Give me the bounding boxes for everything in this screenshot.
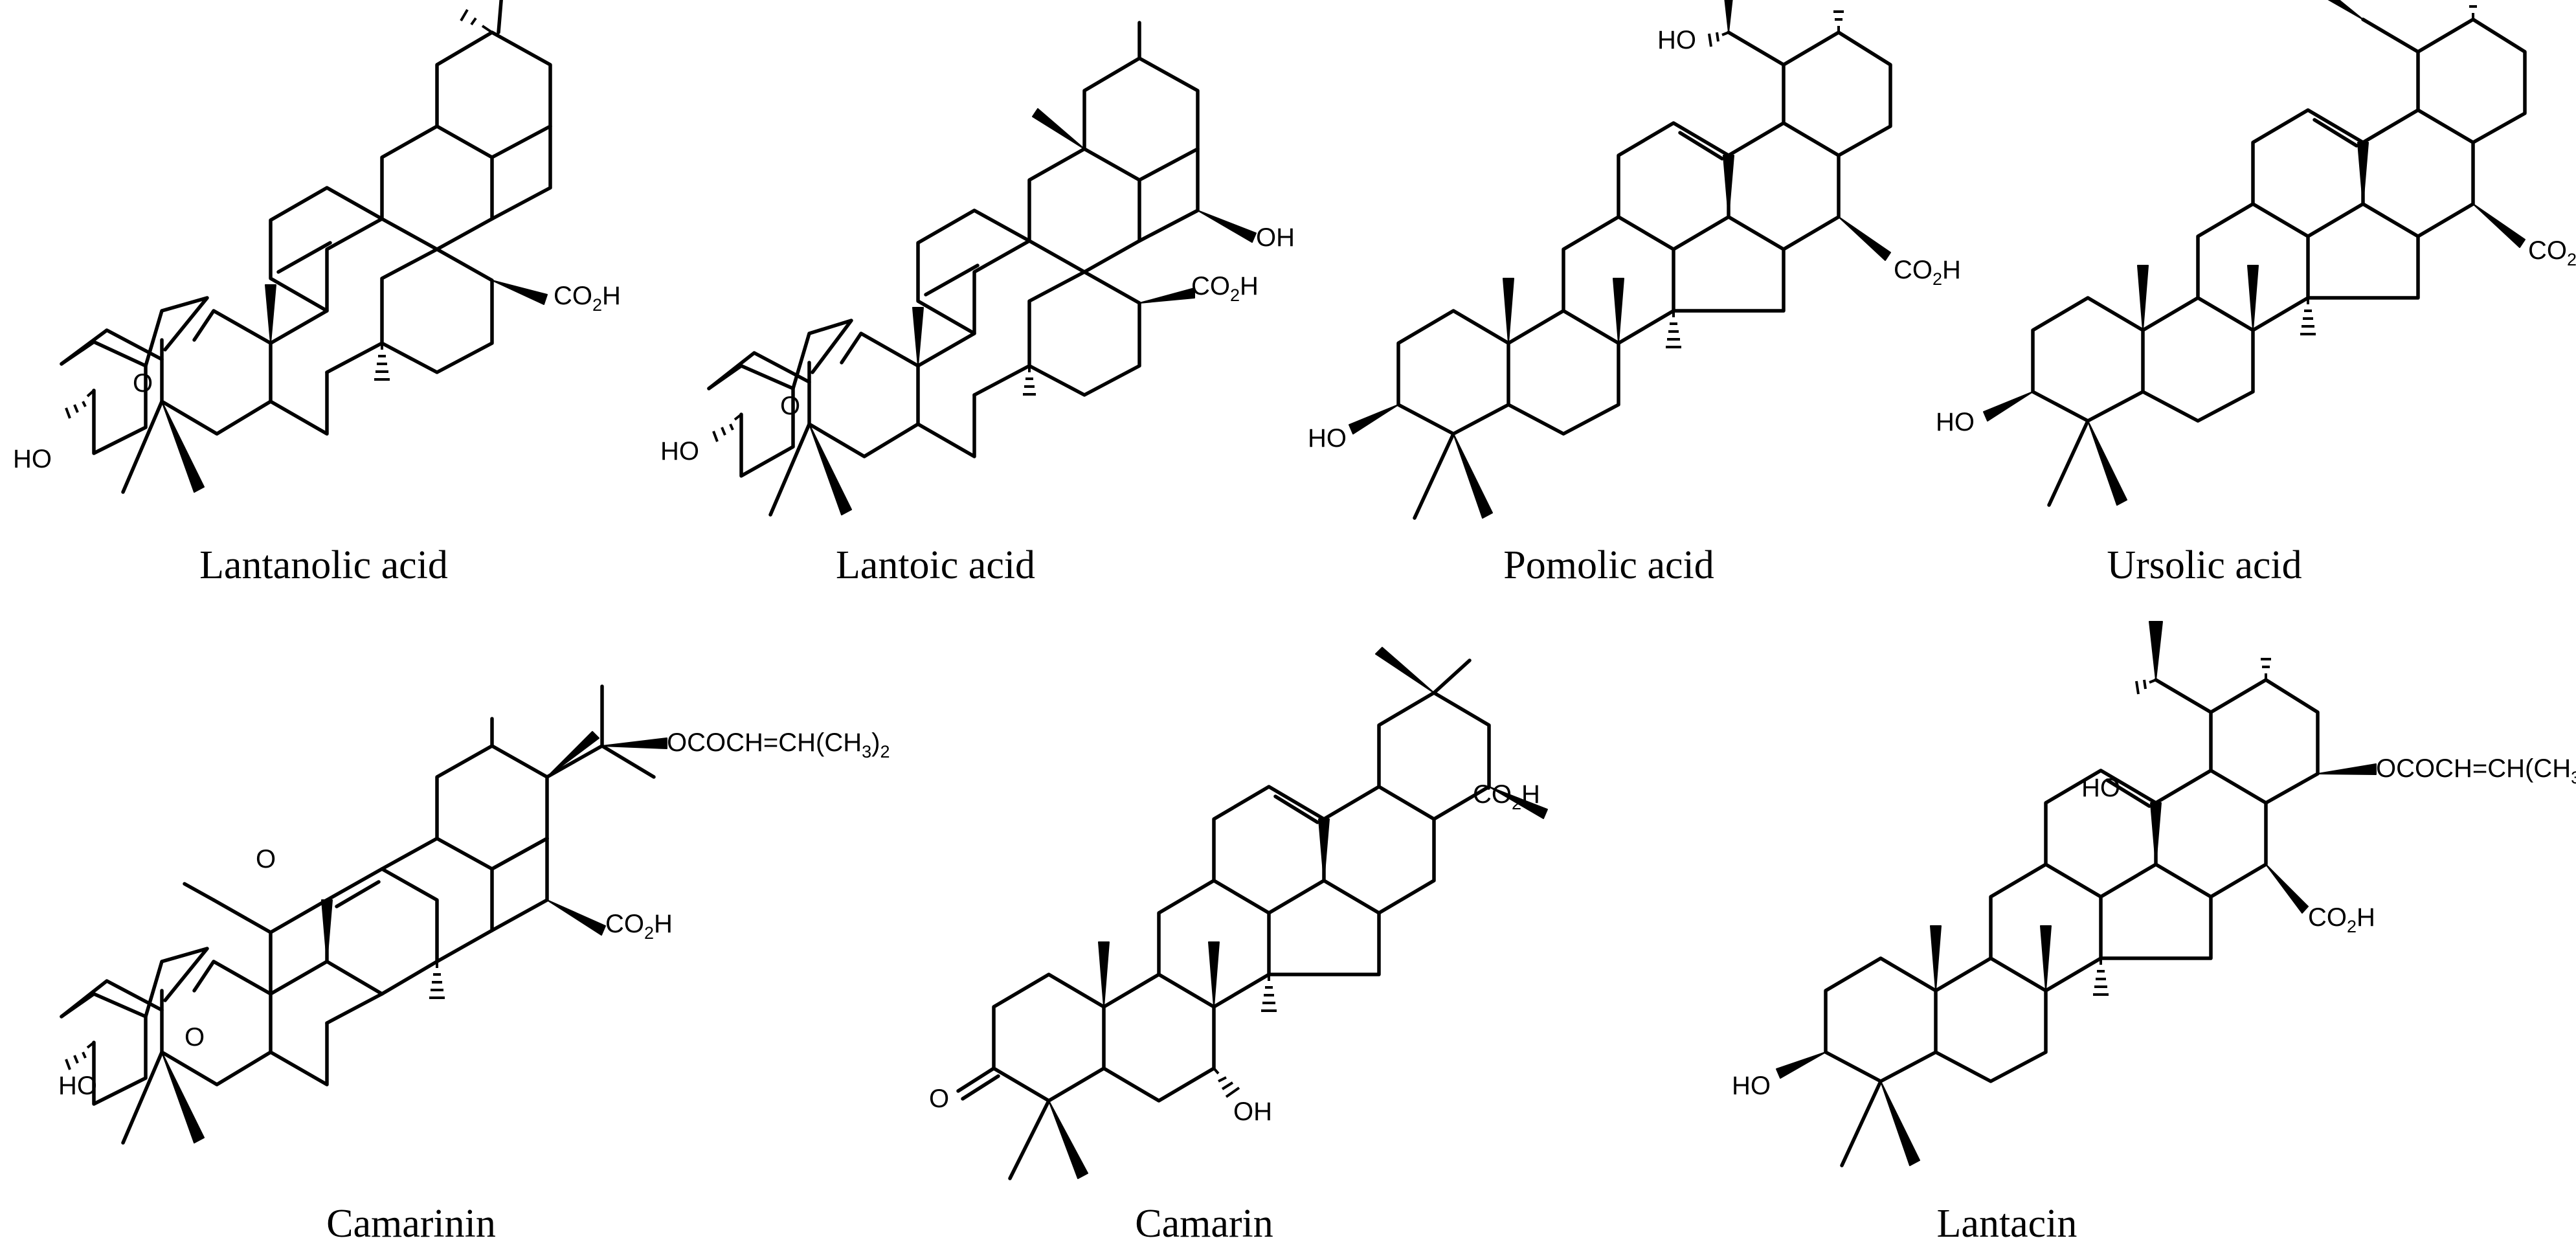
wedge-bond <box>1139 287 1195 304</box>
hash-bond <box>1213 974 1277 1098</box>
wedge-bond <box>1349 404 1399 434</box>
hash-bond <box>2093 658 2271 996</box>
wedge-bond <box>2150 802 2162 865</box>
wedge-bond <box>2149 621 2163 681</box>
carboxyl-label: CO2H <box>1473 780 1540 813</box>
hash-bond <box>1666 10 1844 348</box>
compound-name: Camarin <box>1135 1202 1273 1246</box>
compound-name: Pomolic acid <box>1503 543 1714 587</box>
compound-name: Lantanolic acid <box>199 543 448 587</box>
wedge-bond <box>912 307 924 366</box>
wedge-bond <box>2317 763 2377 775</box>
carboxyl-label: CO2H <box>1894 256 1961 289</box>
wedge-bond <box>491 280 548 305</box>
wedge-bond <box>2472 203 2526 248</box>
hydroxyl-label: HO <box>58 1072 97 1100</box>
wedge-bond <box>2137 265 2149 331</box>
wedge-bond <box>161 401 205 493</box>
structure-pomolic-acid: HO HO CO2H Pomolic acid <box>1308 0 1961 587</box>
ether-oxygen-label: O <box>185 1023 205 1052</box>
compound-name: Lantacin <box>1937 1202 2078 1246</box>
wedge-bond <box>1723 155 1734 218</box>
wedge-bond <box>1613 278 1624 344</box>
wedge-bond <box>265 284 276 344</box>
wedge-bond <box>809 423 852 515</box>
compound-name: Camarinin <box>326 1202 496 1246</box>
wedge-bond <box>1503 278 1514 344</box>
ketone-oxygen-label: O <box>256 845 276 873</box>
wedge-bond <box>1930 925 1942 991</box>
wedge-bond <box>1375 647 1435 693</box>
hydroxyl-label-2: HO <box>1657 26 1696 54</box>
hydroxyl-label: HO <box>660 437 699 466</box>
hash-bond <box>2300 5 2477 335</box>
ether-oxygen-label: O <box>780 392 800 420</box>
wedge-bond <box>1453 433 1493 519</box>
hash-bond <box>65 8 493 419</box>
wedge-bond <box>1838 216 1891 261</box>
ketone-oxygen-label: O <box>929 1085 949 1113</box>
wedge-bond <box>1098 941 1110 1007</box>
wedge-bond <box>546 899 606 936</box>
carboxyl-label: CO2H <box>1191 272 1259 305</box>
carboxyl-label: CO2H <box>605 910 673 943</box>
wedge-bond <box>2327 0 2364 20</box>
wedge-bond <box>1880 1081 1920 1166</box>
hash-bond <box>712 366 1036 442</box>
hydroxyl-label: HO <box>13 445 52 473</box>
hydroxyl-label-2: HO <box>2081 774 2120 802</box>
wedge-bond <box>161 1052 205 1143</box>
wedge-bond <box>1488 786 1548 819</box>
hydroxyl-label-2: OH <box>1256 223 1295 252</box>
wedge-bond <box>1983 391 2033 422</box>
wedge-bond <box>2247 265 2259 331</box>
hydroxyl-label: HO <box>1308 424 1347 453</box>
carboxyl-label: CO2H <box>554 282 621 315</box>
hash-bond <box>65 962 445 1070</box>
structure-lantanolic-acid: HO O CO2H Lantanolic acid <box>13 0 621 587</box>
wedge-bond <box>2265 864 2309 914</box>
wedge-bond <box>1776 1052 1826 1079</box>
carboxyl-label: CO2H <box>2528 236 2576 269</box>
compound-name: Lantoic acid <box>836 543 1035 587</box>
structure-camarin: O OH CO2H Camarin <box>929 647 1548 1246</box>
wedge-bond <box>2040 925 2052 991</box>
wedge-bond <box>546 731 599 778</box>
wedge-bond <box>1208 941 1220 1007</box>
wedge-bond <box>1724 0 1733 33</box>
wedge-bond <box>601 737 667 749</box>
compound-name: Ursolic acid <box>2107 543 2302 587</box>
wedge-bond <box>1048 1100 1088 1179</box>
wedge-bond <box>2357 142 2369 205</box>
wedge-bond <box>1318 818 1330 881</box>
structure-lantacin: HO HO OCOCH=CH(CH3)2 CO2H Lantacin <box>1732 621 2576 1246</box>
structure-lantoic-acid: HO O OH CO2H Lantoic acid <box>660 21 1295 587</box>
wedge-bond <box>1032 108 1085 150</box>
wedge-bond <box>321 899 333 962</box>
ester-label: OCOCH=CH(CH3)2 <box>667 728 890 761</box>
ether-oxygen-label: O <box>133 369 153 398</box>
carboxyl-label: CO2H <box>2308 903 2375 936</box>
wedge-bond <box>2087 420 2127 506</box>
hydroxyl-label: HO <box>1732 1072 1771 1100</box>
structure-camarinin: HO O O OCOCH=CH(CH3)2 CO2H Camarinin <box>58 684 890 1246</box>
hydroxyl-label: HO <box>1936 408 1975 436</box>
wedge-bond <box>1197 210 1257 243</box>
hydroxyl-label: OH <box>1233 1097 1272 1126</box>
ester-label: OCOCH=CH(CH3)2 <box>2376 754 2576 787</box>
structure-ursolic-acid: HO CO2H Ursolic acid <box>1936 0 2576 587</box>
